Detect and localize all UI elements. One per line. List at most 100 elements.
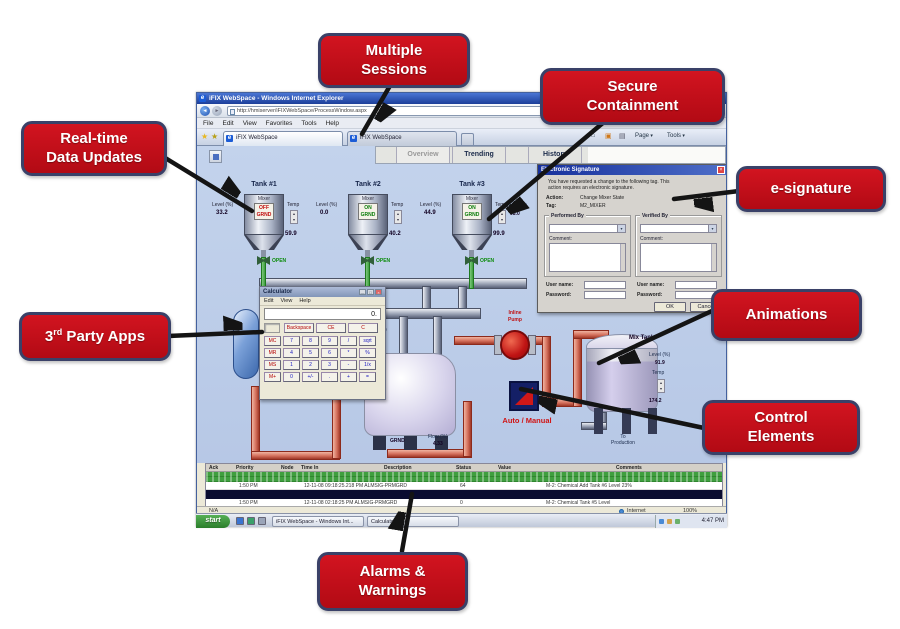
calc-button[interactable]: / [340, 336, 357, 346]
menu-item[interactable]: Tools [301, 119, 317, 127]
url-field[interactable]: http://hmiserver/iFIXWebSpace/ProcessWin… [227, 106, 547, 116]
dialog-titlebar[interactable]: Electronic Signature [538, 165, 726, 175]
calculator-display[interactable]: 0. [264, 308, 381, 320]
new-tab-stub[interactable] [461, 133, 474, 146]
tools-menu[interactable]: Tools [667, 133, 685, 139]
calc-button[interactable]: CE [316, 323, 346, 333]
username-field[interactable] [675, 281, 717, 289]
workspace-button[interactable] [209, 150, 222, 163]
alarm-column-header[interactable]: Node [281, 465, 294, 471]
ok-button[interactable]: OK [654, 302, 686, 312]
calc-button[interactable]: MS [264, 360, 281, 370]
alarm-column-header[interactable]: Status [456, 465, 472, 471]
calc-button[interactable]: Backspace [284, 323, 314, 333]
temp-spinner[interactable]: ▴▾ [498, 210, 506, 224]
calc-button[interactable]: 9 [321, 336, 338, 346]
calc-button[interactable]: MC [264, 336, 281, 346]
quick-launch-icon[interactable] [247, 517, 255, 525]
alarm-column-header[interactable]: Description [384, 465, 412, 471]
temp-spinner[interactable]: ▴▾ [290, 210, 298, 224]
menu-item[interactable]: View [280, 298, 293, 304]
menu-item[interactable]: File [203, 119, 214, 127]
alarm-column-header[interactable]: Ack [209, 465, 219, 471]
calc-button[interactable]: 2 [302, 360, 319, 370]
menu-item[interactable]: Edit [264, 298, 274, 304]
alarm-column-header[interactable]: Comments [616, 465, 642, 471]
menu-item[interactable]: Favorites [265, 119, 293, 127]
valve-icon[interactable] [361, 256, 374, 265]
calculator-titlebar[interactable]: Calculator [260, 287, 385, 297]
nav-button-history[interactable]: History [528, 147, 582, 163]
password-field[interactable] [584, 291, 626, 299]
home-icon[interactable]: ⌂ [591, 132, 596, 139]
zoom-level[interactable]: 100% [683, 508, 698, 514]
valve-icon[interactable] [257, 256, 270, 265]
quick-launch-icon[interactable] [258, 517, 266, 525]
calc-button[interactable]: 6 [321, 348, 338, 358]
feeds-icon[interactable]: ▣ [605, 133, 612, 140]
nav-button-overview[interactable]: Overview [396, 147, 450, 163]
username-field[interactable] [584, 281, 626, 289]
calc-button[interactable]: C [348, 323, 378, 333]
comment-textarea[interactable] [640, 243, 717, 272]
mixer-state-box[interactable]: OFF GRND [254, 203, 274, 220]
alarm-row-selected[interactable] [206, 490, 722, 499]
calc-button[interactable]: MR [264, 348, 281, 358]
calc-button[interactable]: 0 [283, 372, 300, 382]
favorites-star-icon[interactable]: ★ [201, 132, 209, 141]
menu-item[interactable]: View [242, 119, 257, 127]
menu-item[interactable]: Edit [222, 119, 234, 127]
task-button[interactable]: Calculator [367, 516, 459, 527]
mixer-state-box[interactable]: ON GRND [358, 203, 378, 220]
calc-button[interactable]: * [340, 348, 357, 358]
verified-by-combobox[interactable]: ▾ [640, 224, 717, 233]
calc-button[interactable]: = [359, 372, 376, 382]
print-icon[interactable]: ▤ [619, 133, 626, 140]
back-icon[interactable]: ◄ [200, 106, 210, 116]
mixer-state-box[interactable]: ON GRND [462, 203, 482, 220]
task-button[interactable]: iFIX WebSpace - Windows Int... [272, 516, 364, 527]
start-button[interactable]: start [196, 515, 230, 528]
calc-button[interactable]: 1 [283, 360, 300, 370]
calc-button[interactable]: 7 [283, 336, 300, 346]
calc-button[interactable]: 5 [302, 348, 319, 358]
quick-launch-icon[interactable] [236, 517, 244, 525]
menu-item[interactable]: Help [299, 298, 311, 304]
performed-by-combobox[interactable]: ▾ [549, 224, 626, 233]
calc-button[interactable]: . [321, 372, 338, 382]
tray-icon[interactable] [675, 519, 680, 524]
calc-button[interactable]: 4 [283, 348, 300, 358]
tray-icon[interactable] [659, 519, 664, 524]
calc-button[interactable]: 1/x [359, 360, 376, 370]
add-favorite-icon[interactable]: ★ [211, 132, 219, 141]
calc-button[interactable]: M+ [264, 372, 281, 382]
menu-item[interactable]: Help [325, 119, 339, 127]
calc-button[interactable]: +/- [302, 372, 319, 382]
calc-button[interactable]: % [359, 348, 376, 358]
alarm-column-header[interactable]: Value [498, 465, 512, 471]
tray-icon[interactable] [667, 519, 672, 524]
page-menu[interactable]: Page [635, 133, 653, 139]
comment-textarea[interactable] [549, 243, 626, 272]
forward-icon[interactable]: ► [212, 106, 222, 116]
close-icon[interactable]: × [717, 166, 725, 174]
inline-pump-icon[interactable] [500, 330, 530, 360]
calc-button[interactable]: + [340, 372, 357, 382]
calc-button[interactable]: 8 [302, 336, 319, 346]
calc-button[interactable]: - [340, 360, 357, 370]
calc-button[interactable]: 3 [321, 360, 338, 370]
temp-spinner[interactable]: ▴▾ [394, 210, 402, 224]
nav-button-trending[interactable]: Trending [452, 147, 506, 163]
nav-pill-button[interactable] [233, 309, 259, 379]
alarm-column-header[interactable]: Time In [301, 465, 319, 471]
valve-icon[interactable] [465, 256, 478, 265]
close-icon[interactable]: × [375, 289, 382, 295]
minimize-button[interactable]: — [359, 289, 366, 295]
alarm-column-header[interactable]: Priority [236, 465, 254, 471]
calc-button[interactable]: sqrt [359, 336, 376, 346]
temp-spinner[interactable]: ▴▾ [657, 379, 665, 393]
maximize-button[interactable]: □ [367, 289, 374, 295]
